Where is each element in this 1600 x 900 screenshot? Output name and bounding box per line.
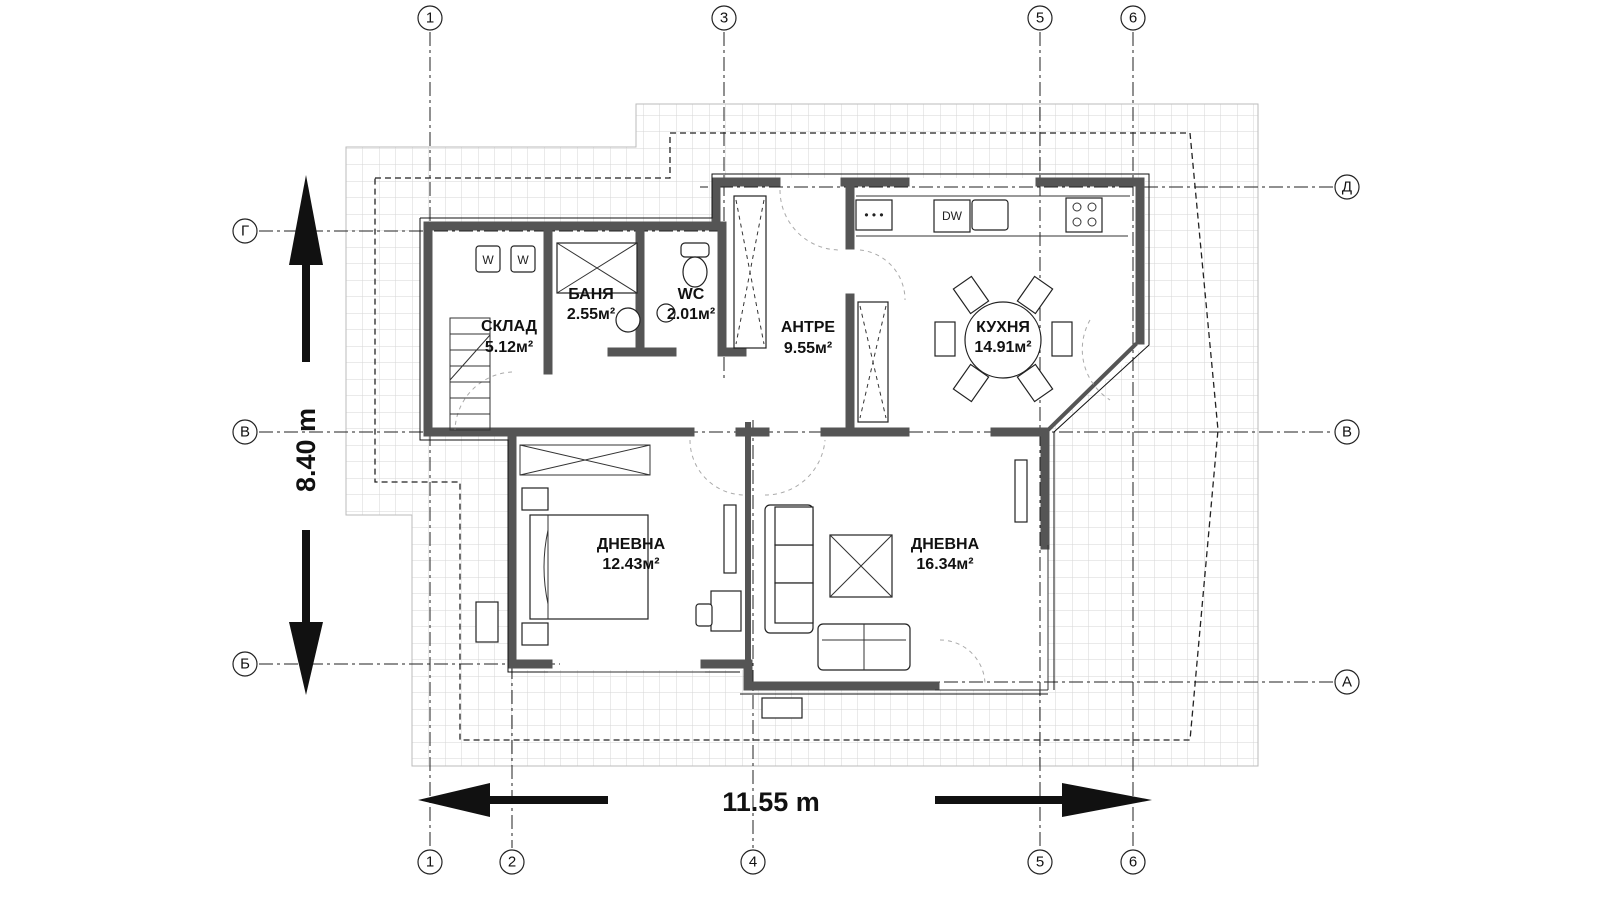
axes-horizontal-3-label-text: Б xyxy=(240,656,250,673)
roof-outline xyxy=(374,132,1219,741)
door-swings xyxy=(454,189,1111,686)
dimension-height: 8.40 m xyxy=(289,175,323,695)
axes-vertical-0-label-text: 1 xyxy=(426,10,434,27)
rooms-2-name-text: WC xyxy=(678,286,705,303)
axes-horizontal-1-label-text: Г xyxy=(241,223,249,240)
axis-bubbles: 1 3 5 6 1 2 4 5 6 Д Г В В Б А xyxy=(232,5,1360,875)
room-bathroom: БАНЯ 2.55м² xyxy=(567,286,615,323)
appliances-washer1-text: W xyxy=(482,253,494,267)
axes-horizontal-4-label-text: А xyxy=(1342,674,1352,691)
room-kitchen: КУХНЯ 14.91м² xyxy=(974,319,1031,356)
appliances-dishwasher-text: DW xyxy=(942,209,963,223)
axes-vertical-1-label-text: 2 xyxy=(508,854,516,871)
rooms-3-name-text: АНТРЕ xyxy=(781,319,836,336)
room-labels: СКЛАД 5.12м² БАНЯ 2.55м² WC 2.01м² АНТРЕ 9.5… xyxy=(481,286,1032,573)
axes-vertical-2-label-text: 3 xyxy=(720,10,728,27)
dimension-width: 11.55 m xyxy=(418,783,1152,817)
room-storage: СКЛАД 5.12м² xyxy=(481,318,538,356)
axes-horizontal-2-label-text: В xyxy=(1342,424,1352,441)
rooms-6-area-text: 16.34м² xyxy=(916,556,973,573)
axes-vertical-4-label-text: 5 xyxy=(1036,854,1044,871)
axes-vertical-5-label-text: 6 xyxy=(1129,854,1137,871)
appliances-washer2-text: W xyxy=(517,253,529,267)
rooms-6-name-text: ДНЕВНА xyxy=(911,536,980,553)
rooms-4-area-text: 14.91м² xyxy=(974,339,1031,356)
rooms-1-name-text: БАНЯ xyxy=(568,286,614,303)
rooms-0-name-text: СКЛАД xyxy=(481,318,538,335)
room-wc: WC 2.01м² xyxy=(667,286,715,323)
dimensions-width-text: 11.55 m xyxy=(722,787,820,817)
rooms-1-area-text: 2.55м² xyxy=(567,306,615,323)
sofa xyxy=(764,504,911,671)
room-living-1: ДНЕВНА 12.43м² xyxy=(597,536,666,573)
rooms-4-name-text: КУХНЯ xyxy=(976,319,1030,336)
rooms-3-area-text: 9.55м² xyxy=(784,340,832,357)
svg-text:• • •: • • • xyxy=(864,208,883,222)
dimensions-height-text: 8.40 m xyxy=(291,408,321,492)
furniture: W W • • • DW xyxy=(449,195,1130,719)
axes-vertical-4-label-text: 5 xyxy=(1036,10,1044,27)
rooms-5-name-text: ДНЕВНА xyxy=(597,536,666,553)
dining-table xyxy=(934,275,1073,403)
room-living-2: ДНЕВНА 16.34м² xyxy=(911,536,980,573)
rooms-2-area-text: 2.01м² xyxy=(667,306,715,323)
walls xyxy=(419,173,1150,695)
room-hall: АНТРЕ 9.55м² xyxy=(781,319,836,357)
rooms-5-area-text: 12.43м² xyxy=(602,556,659,573)
axes-horizontal-2-label-text: В xyxy=(240,424,250,441)
axes-vertical-5-label-text: 6 xyxy=(1129,10,1137,27)
axes-vertical-0-label-text: 1 xyxy=(426,854,434,871)
rooms-0-area-text: 5.12м² xyxy=(485,339,533,356)
axes-horizontal-0-label-text: Д xyxy=(1342,179,1352,196)
axes-vertical-3-label-text: 4 xyxy=(749,854,757,871)
